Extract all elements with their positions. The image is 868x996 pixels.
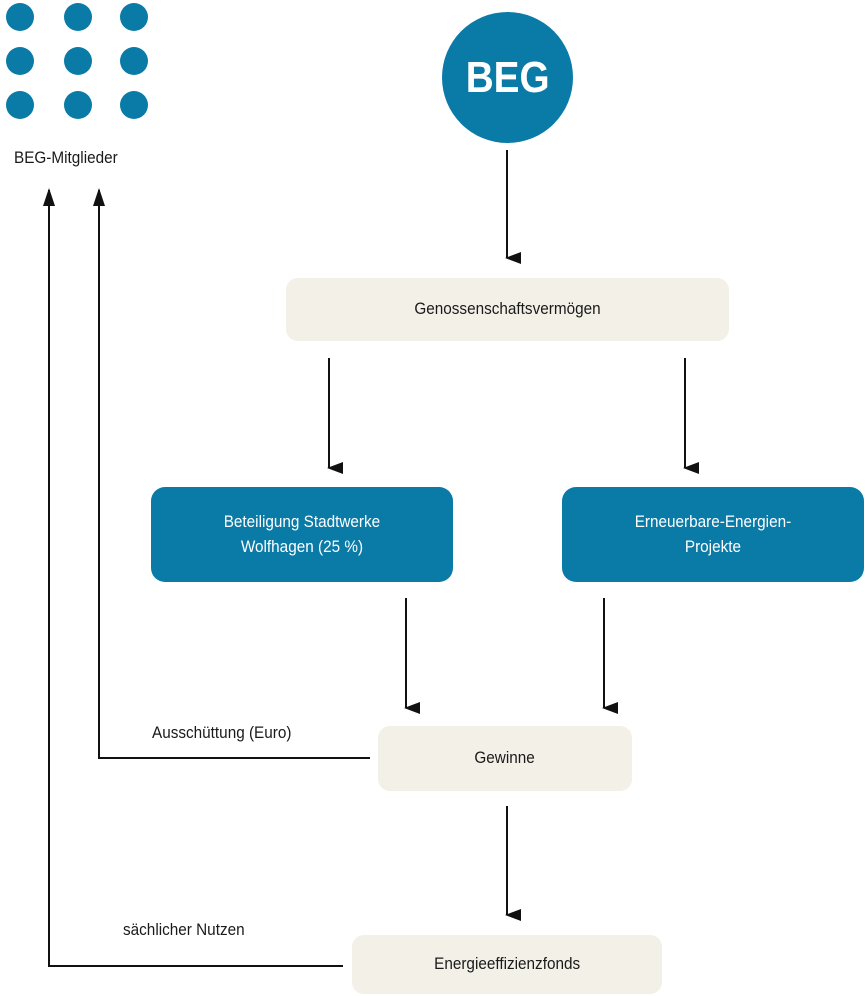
profits-label: Gewinne <box>474 748 536 768</box>
beg-node: BEG <box>442 12 573 143</box>
projects-box: Erneuerbare-Energien- Projekte <box>562 487 864 582</box>
member-dot <box>120 47 148 75</box>
stake-label: Beteiligung Stadtwerke Wolfhagen (25 %) <box>223 511 381 556</box>
arrowhead-benefit <box>43 188 55 206</box>
member-dot <box>120 91 148 119</box>
projects-label: Erneuerbare-Energien- Projekte <box>634 511 792 556</box>
payout-label: Ausschüttung (Euro) <box>152 723 292 742</box>
profits-box: Gewinne <box>378 726 632 791</box>
member-dot <box>6 47 34 75</box>
fund-box: Energieeffizienzfonds <box>352 935 662 994</box>
arrow-payout-to-members <box>98 190 370 759</box>
fund-label: Energieeffizienzfonds <box>433 954 581 974</box>
stake-box: Beteiligung Stadtwerke Wolfhagen (25 %) <box>151 487 453 582</box>
assets-box: Genossenschaftsvermögen <box>286 278 729 341</box>
member-dot <box>6 91 34 119</box>
arrow-benefit-to-members <box>48 190 343 967</box>
benefit-label: sächlicher Nutzen <box>123 920 245 939</box>
arrowhead-payout <box>93 188 105 206</box>
member-dot <box>64 3 92 31</box>
member-dot <box>120 3 148 31</box>
beg-node-label: BEG <box>465 52 550 102</box>
assets-label: Genossenschaftsvermögen <box>414 299 601 319</box>
member-dot <box>64 91 92 119</box>
member-dot <box>6 3 34 31</box>
member-dot <box>64 47 92 75</box>
members-label: BEG-Mitglieder <box>14 148 118 167</box>
